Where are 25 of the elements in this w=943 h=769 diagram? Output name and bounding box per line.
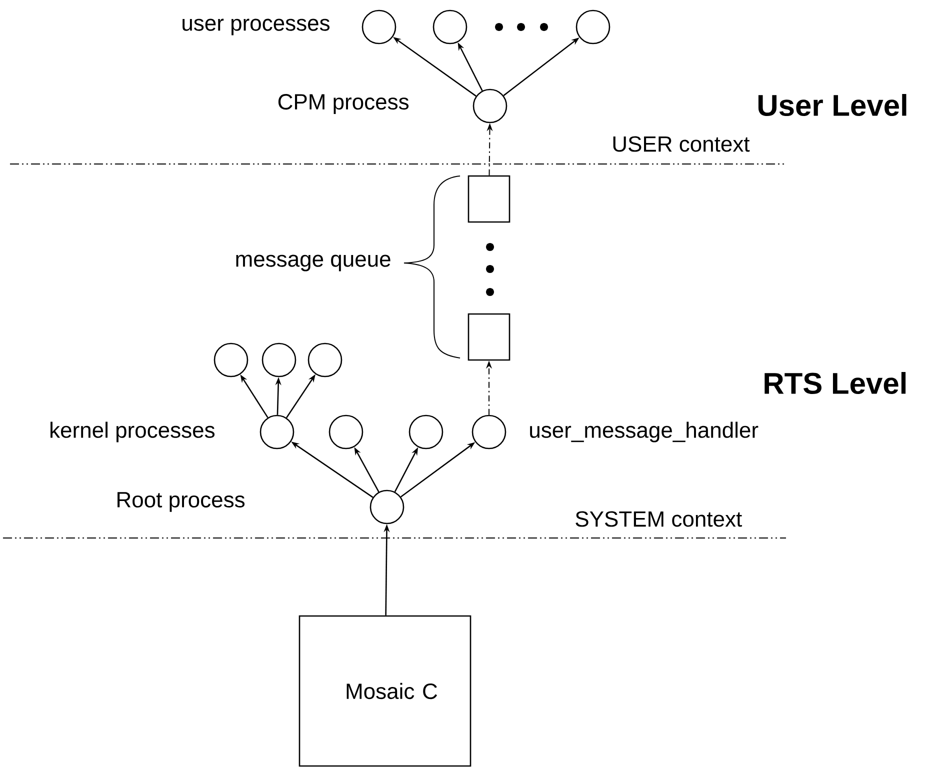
queue-slot <box>468 313 510 361</box>
processor-box: Mosaic C <box>298 615 472 767</box>
process-circle <box>308 342 342 378</box>
process-circle <box>408 414 444 450</box>
level-heading: RTS Level <box>764 372 906 394</box>
node-label: user_message_handler <box>530 422 758 442</box>
process-circle <box>328 414 364 450</box>
brace-label: message queue <box>236 254 390 272</box>
process-circle <box>262 342 296 378</box>
brace-label: Root process <box>118 492 245 512</box>
process-circle <box>576 10 610 44</box>
process-circle <box>472 88 508 124</box>
process-circle <box>370 490 404 524</box>
process-circle <box>472 414 506 450</box>
node-label: CPM process <box>278 94 409 114</box>
node-label: user processes <box>182 18 330 36</box>
context-label: SYSTEM context <box>576 511 742 527</box>
process-circle <box>432 10 468 44</box>
node-label: kernel processes <box>50 422 215 442</box>
process-circle <box>214 342 248 378</box>
level-heading: User Level <box>758 94 906 116</box>
queue-slot <box>468 175 510 223</box>
context-label: USER context <box>613 136 750 152</box>
process-circle <box>260 414 294 450</box>
process-circle <box>362 10 396 44</box>
